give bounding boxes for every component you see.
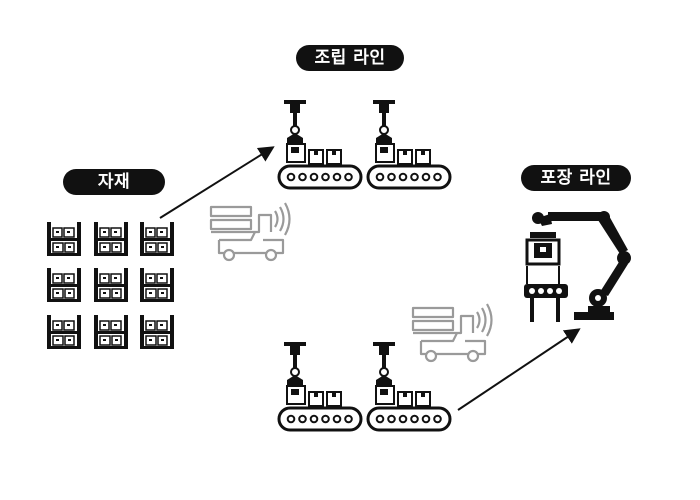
materials-label: 자재 bbox=[63, 169, 165, 195]
robot-conveyor-icon bbox=[366, 340, 452, 432]
agv-truck-icon bbox=[209, 201, 291, 262]
agv-truck-icon bbox=[411, 302, 493, 363]
packing-robot-icon bbox=[524, 211, 631, 322]
materials-warehouse bbox=[46, 221, 175, 350]
robot-conveyor-icon bbox=[277, 340, 363, 432]
packing-line-label: 포장 라인 bbox=[521, 165, 631, 191]
shelf-icon bbox=[93, 267, 129, 303]
robot-conveyor-icon bbox=[366, 98, 452, 190]
shelf-icon bbox=[93, 221, 129, 257]
shelf-icon bbox=[139, 267, 175, 303]
shelf-icon bbox=[93, 314, 129, 350]
shelf-icon bbox=[139, 221, 175, 257]
shelf-icon bbox=[46, 221, 82, 257]
shelf-icon bbox=[46, 267, 82, 303]
shelf-icon bbox=[46, 314, 82, 350]
robot-conveyor-icon bbox=[277, 98, 363, 190]
flow-arrow-assembly-to-packing bbox=[457, 328, 581, 411]
flow-arrow-materials-to-assembly bbox=[159, 146, 275, 219]
assembly-line-label: 조립 라인 bbox=[296, 45, 404, 71]
shelf-icon bbox=[139, 314, 175, 350]
